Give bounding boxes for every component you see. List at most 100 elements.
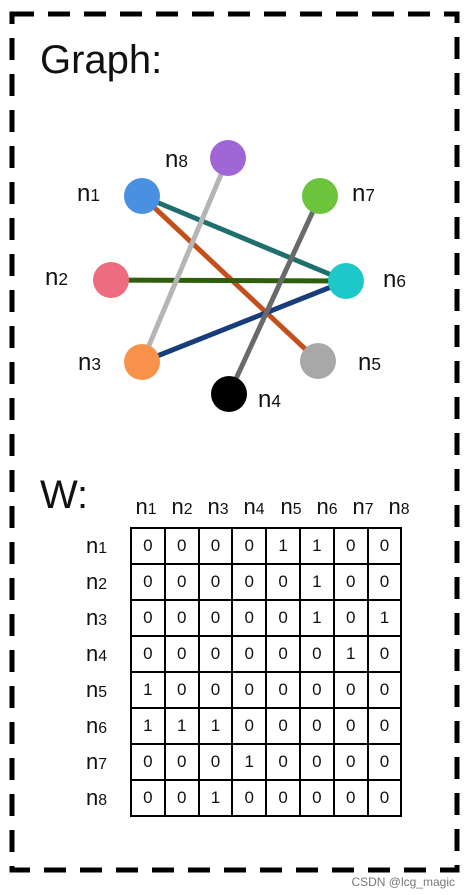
matrix-cell: 0 [231, 779, 268, 817]
matrix-cell: 0 [163, 599, 200, 637]
matrix-col-label: n4 [243, 494, 265, 519]
matrix-cell: 0 [265, 743, 301, 781]
matrix-cell: 0 [197, 743, 234, 781]
matrix-cell: 0 [231, 599, 268, 637]
node-layer [93, 140, 364, 412]
edge-n4-n7 [226, 194, 323, 396]
watermark: CSDN @lcg_magic [351, 875, 455, 889]
matrix-cell: 0 [231, 671, 268, 709]
matrix-cell: 0 [298, 743, 335, 781]
node-n5 [300, 343, 336, 379]
matrix-cell: 0 [366, 707, 403, 745]
matrix-cell: 0 [197, 599, 234, 637]
matrix-row-label: n2 [86, 569, 108, 594]
matrix-col-label: n5 [280, 494, 302, 519]
node-n7 [302, 178, 338, 214]
matrix-cell: 0 [130, 599, 166, 637]
dashed-border [9, 11, 460, 873]
node-n6 [328, 263, 364, 299]
matrix-cell: 0 [265, 671, 301, 709]
matrix-cell: 0 [130, 779, 166, 817]
node-label-n5: n5 [358, 349, 381, 376]
matrix-cell: 0 [231, 563, 268, 601]
node-label-n6: n6 [383, 266, 406, 293]
matrix-col-label: n6 [316, 494, 338, 519]
node-label-n7: n7 [352, 180, 375, 207]
matrix-title: W: [40, 473, 89, 517]
matrix-cell: 0 [231, 527, 268, 565]
matrix-cell: 0 [163, 671, 200, 709]
matrix-cell: 0 [231, 707, 268, 745]
node-n8 [210, 140, 246, 176]
matrix-cell: 0 [332, 743, 369, 781]
matrix-col-label: n8 [388, 494, 410, 519]
matrix-cell: 1 [163, 707, 200, 745]
matrix-row-label: n8 [86, 785, 108, 810]
matrix-row-label: n7 [86, 749, 108, 774]
edge-layer [110, 157, 347, 396]
matrix-cell: 0 [163, 743, 200, 781]
matrix-row-label: n1 [86, 533, 108, 558]
node-label-n1: n1 [77, 180, 100, 207]
matrix-cell: 0 [130, 563, 166, 601]
node-n4 [211, 376, 247, 412]
matrix-cell: 1 [265, 527, 301, 565]
matrix-cell: 1 [197, 779, 234, 817]
matrix-cell: 0 [197, 671, 234, 709]
matrix-cell: 1 [298, 527, 335, 565]
matrix-cell: 0 [265, 635, 301, 673]
matrix-cell: 0 [265, 707, 301, 745]
matrix-col-label: n3 [207, 494, 229, 519]
matrix-cell: 0 [366, 635, 403, 673]
edge-n2-n6 [110, 277, 347, 284]
matrix-cell: 0 [163, 527, 200, 565]
matrix-row-label: n4 [86, 641, 108, 666]
node-n1 [124, 178, 160, 214]
matrix-cell: 0 [130, 743, 166, 781]
node-label-n2: n2 [45, 264, 68, 291]
edge-n3-n6 [141, 278, 347, 365]
matrix-cell: 0 [265, 599, 301, 637]
matrix-cell: 0 [332, 779, 369, 817]
graph-title: Graph: [40, 38, 163, 82]
matrix-cell: 1 [130, 707, 166, 745]
matrix-cell: 1 [298, 563, 335, 601]
matrix-cell: 1 [197, 707, 234, 745]
matrix-cell: 0 [298, 707, 335, 745]
matrix-cell: 0 [130, 527, 166, 565]
matrix-cell: 0 [163, 779, 200, 817]
matrix-row-label: n3 [86, 605, 108, 630]
matrix-cell: 0 [298, 779, 335, 817]
matrix-cell: 1 [332, 635, 369, 673]
node-n3 [124, 344, 160, 380]
node-label-n4: n4 [258, 386, 281, 413]
node-label-n8: n8 [165, 146, 188, 173]
matrix-cell: 1 [130, 671, 166, 709]
matrix-cell: 0 [366, 671, 403, 709]
matrix-cell: 0 [163, 635, 200, 673]
matrix-row-label: n5 [86, 677, 108, 702]
matrix-cell: 0 [197, 635, 234, 673]
matrix-row-label: n6 [86, 713, 108, 738]
matrix-cell: 1 [366, 599, 403, 637]
matrix-col-label: n2 [171, 494, 193, 519]
matrix-cell: 1 [231, 743, 268, 781]
matrix-cell: 0 [265, 779, 301, 817]
matrix-cell: 0 [298, 671, 335, 709]
matrix-cell: 0 [366, 527, 403, 565]
matrix-cell: 0 [332, 671, 369, 709]
matrix-cell: 0 [366, 779, 403, 817]
matrix-cell: 0 [197, 527, 234, 565]
edge-n3-n8 [139, 157, 231, 363]
matrix-cell: 0 [130, 635, 166, 673]
matrix-cell: 0 [231, 635, 268, 673]
node-n2 [93, 262, 129, 298]
